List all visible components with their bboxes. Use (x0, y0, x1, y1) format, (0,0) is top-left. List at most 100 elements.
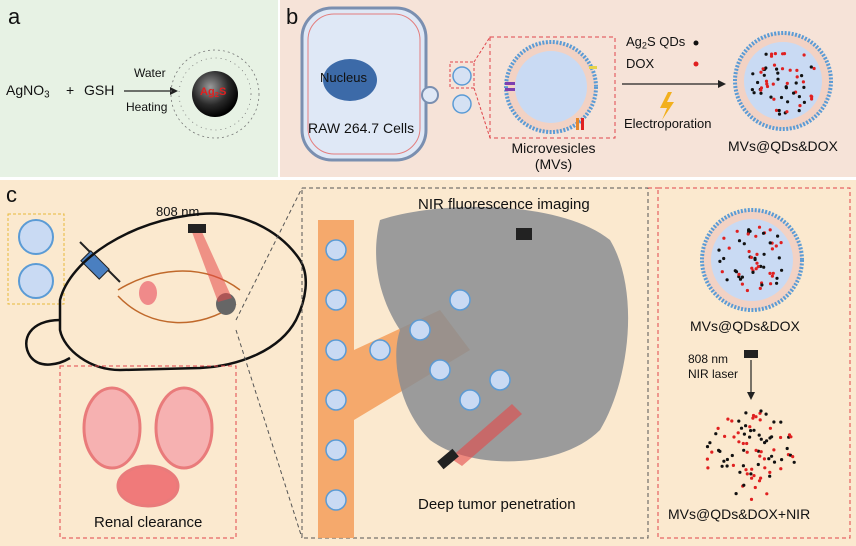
qd-dot (769, 95, 773, 99)
dox-dot (801, 80, 806, 84)
legend-qd-dot (693, 40, 699, 46)
panel-c-label: c (6, 182, 17, 207)
dox-dot (736, 431, 740, 435)
qd-dot (785, 446, 789, 451)
dox-dot (770, 274, 775, 278)
dox-dot (754, 234, 758, 238)
dox-dot (723, 434, 727, 438)
qd-dot (708, 441, 712, 445)
qd-dot (718, 259, 722, 263)
qd-dot (722, 459, 726, 463)
qd-dot (720, 464, 724, 468)
qd-dot (777, 108, 781, 113)
dox-dot (746, 232, 750, 236)
qd-dot (751, 270, 755, 274)
dox-dot (758, 418, 762, 422)
loaded-cargo-dots (750, 52, 816, 116)
qd-dot (756, 449, 761, 453)
dox-dot (754, 267, 758, 271)
small-mv-1 (452, 66, 472, 86)
qd-dot (740, 275, 745, 279)
qd-dot (772, 420, 776, 424)
qd-dot (779, 420, 783, 424)
dox-dot (759, 450, 763, 454)
deep-penetration-label: Deep tumor penetration (418, 496, 576, 513)
mouse-outline (58, 212, 307, 372)
qd-dot (756, 462, 760, 467)
dox-dot (705, 457, 710, 461)
dox-dot (780, 67, 785, 71)
circulating-mv (449, 289, 471, 311)
vessel-mvs (325, 239, 511, 511)
dox-dot (768, 426, 773, 430)
dox-dot (759, 476, 763, 480)
dox-dot (764, 79, 769, 83)
dox-dot (795, 75, 799, 79)
zoom-line-a (235, 187, 303, 321)
renal-clearance-label: Renal clearance (94, 514, 203, 531)
nir-imaging-label: NIR fluorescence imaging (418, 196, 590, 213)
nir-laser-small-icon (744, 350, 758, 358)
injected-mv-1 (18, 219, 54, 255)
qd-dot (776, 71, 780, 75)
small-mv-2 (452, 94, 472, 114)
dox-dot (772, 63, 777, 67)
mouse-tail (25, 318, 71, 366)
injected-mv-2 (18, 263, 54, 299)
nir-laser-icon (437, 448, 459, 470)
qd-dot (800, 74, 804, 78)
dox-dot (748, 425, 752, 429)
nucleus-label: Nucleus (320, 70, 367, 85)
qd-dot (725, 464, 729, 468)
dox-dot (759, 70, 763, 74)
plus-sign: + (66, 82, 75, 98)
gsh-ligand-shell (170, 49, 260, 139)
dox-dot (788, 68, 792, 72)
kidney-right (154, 386, 214, 470)
qd-dot (770, 454, 774, 458)
dox-dot (785, 81, 789, 85)
nir-beam (450, 404, 522, 466)
qd-dot (779, 95, 784, 100)
qd-dot (792, 91, 796, 95)
budding-vesicle (421, 86, 439, 104)
qd-dot (737, 239, 742, 243)
qd-dot (765, 439, 769, 443)
dox-dot (758, 286, 762, 290)
qd-dot (759, 264, 763, 268)
mv-label: Microvesicles(MVs) (511, 140, 596, 172)
dox-dot (765, 82, 769, 86)
dox-dot (795, 68, 799, 72)
dox-dot (810, 95, 814, 99)
camera-icon (516, 228, 532, 240)
intact-cargo-dots (717, 225, 784, 293)
qd-dot (770, 435, 774, 439)
qd-dot (797, 95, 802, 99)
intact-mv-lumen (711, 219, 793, 301)
circulating-mv (325, 389, 347, 411)
qd-dot (759, 409, 763, 413)
qd-dot (722, 256, 726, 261)
qd-dot (772, 460, 777, 464)
qd-dot (741, 464, 746, 468)
dox-dot (779, 467, 783, 471)
qd-dot (742, 242, 746, 246)
dox-dot (727, 246, 731, 250)
cell-name-label: RAW 264.7 Cells (308, 120, 415, 136)
dox-dot (740, 282, 745, 286)
dox-dot (785, 110, 789, 114)
dox-dot (751, 416, 755, 420)
qd-dot (802, 85, 806, 89)
dox-dot (749, 497, 754, 501)
qd-dot (752, 91, 756, 95)
qd-dot (752, 428, 756, 432)
circulating-mv (489, 369, 511, 391)
dox-dot (779, 435, 783, 440)
dox-dot (747, 249, 751, 254)
dox-dot (750, 476, 754, 480)
dox-dot (731, 463, 736, 467)
dox-dot (772, 97, 776, 101)
condition-heating: Heating (126, 100, 168, 114)
qd-dot (759, 91, 763, 95)
qd-dot (717, 248, 721, 252)
